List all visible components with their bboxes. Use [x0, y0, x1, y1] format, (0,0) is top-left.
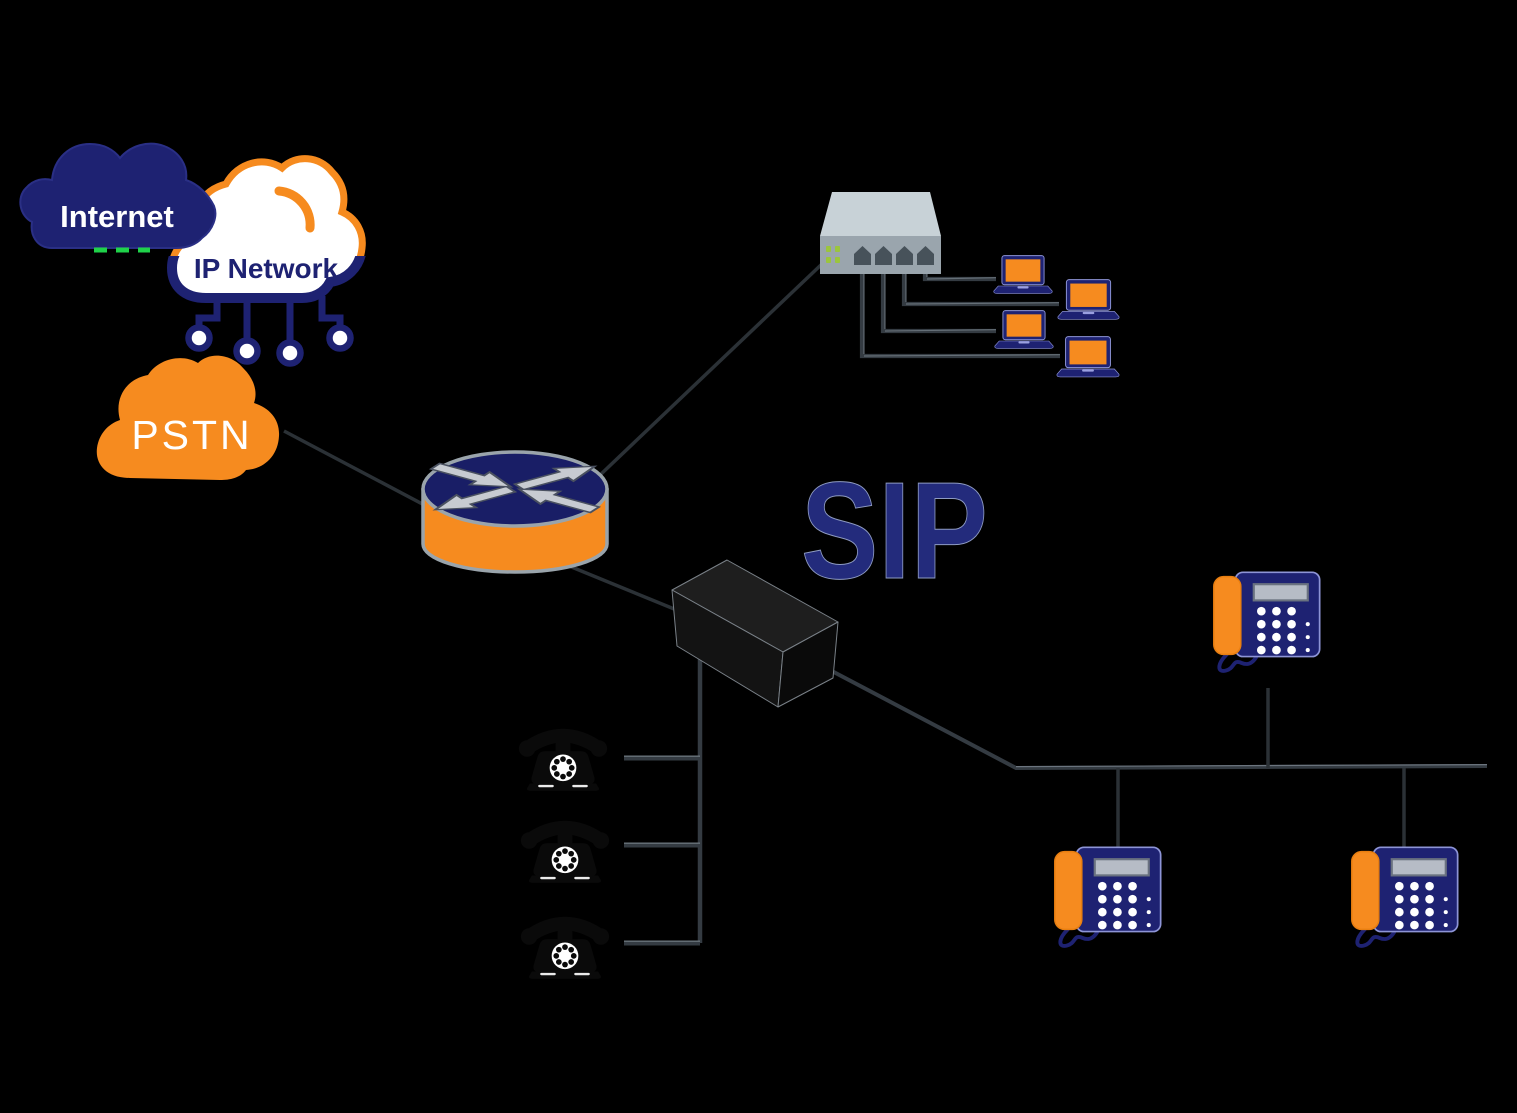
sip-label: SIP	[801, 455, 988, 609]
box-right-face	[777, 621, 839, 708]
ethernet-switch	[820, 192, 941, 274]
ip-network-cloud: IP Network	[172, 159, 362, 298]
pstn-cloud-icon	[96, 355, 280, 480]
ip-phone-icon	[1211, 570, 1322, 673]
cable-laptop-2	[901, 260, 1059, 307]
laptop-group	[993, 255, 1120, 378]
internet-cloud-icon	[19, 142, 217, 249]
link-gateway-bus	[827, 667, 1488, 771]
link-gateway-bus-highlight	[1015, 764, 1488, 768]
ip-phone-icon	[1052, 845, 1163, 948]
switch-icon	[854, 246, 934, 265]
ip-phone-icon	[1349, 845, 1460, 948]
ip-network-drops	[185, 296, 354, 367]
link-router-switch	[597, 261, 825, 478]
cable-laptop-3	[880, 260, 996, 334]
internet-cloud: Internet	[19, 142, 217, 253]
link-pstn-router	[283, 429, 431, 510]
cloud-accent-arc	[274, 186, 315, 233]
analog-phone-group	[519, 736, 609, 979]
sip-title: SIP	[801, 454, 989, 609]
laptop-icon	[993, 255, 1053, 294]
laptop-icon	[1057, 279, 1120, 320]
internet-label: Internet	[60, 199, 174, 234]
laptop-icon	[1056, 336, 1120, 378]
switch-leds	[826, 246, 840, 263]
router-top	[421, 450, 609, 528]
analog-phone-icon	[519, 736, 607, 791]
analog-phone-icon	[521, 924, 609, 979]
ip-network-label: IP Network	[194, 253, 339, 284]
switch-top-face	[820, 192, 941, 236]
ip-phone-group	[1052, 570, 1460, 948]
pbx-gateway-box	[671, 559, 839, 708]
router	[421, 450, 609, 574]
pstn-cloud: PSTN	[96, 355, 280, 480]
cable-laptop-4	[859, 260, 1060, 359]
analog-phone-icon	[521, 828, 609, 883]
laptop-icon	[994, 310, 1054, 349]
switch-cables	[859, 260, 1060, 359]
pstn-label: PSTN	[131, 412, 252, 458]
